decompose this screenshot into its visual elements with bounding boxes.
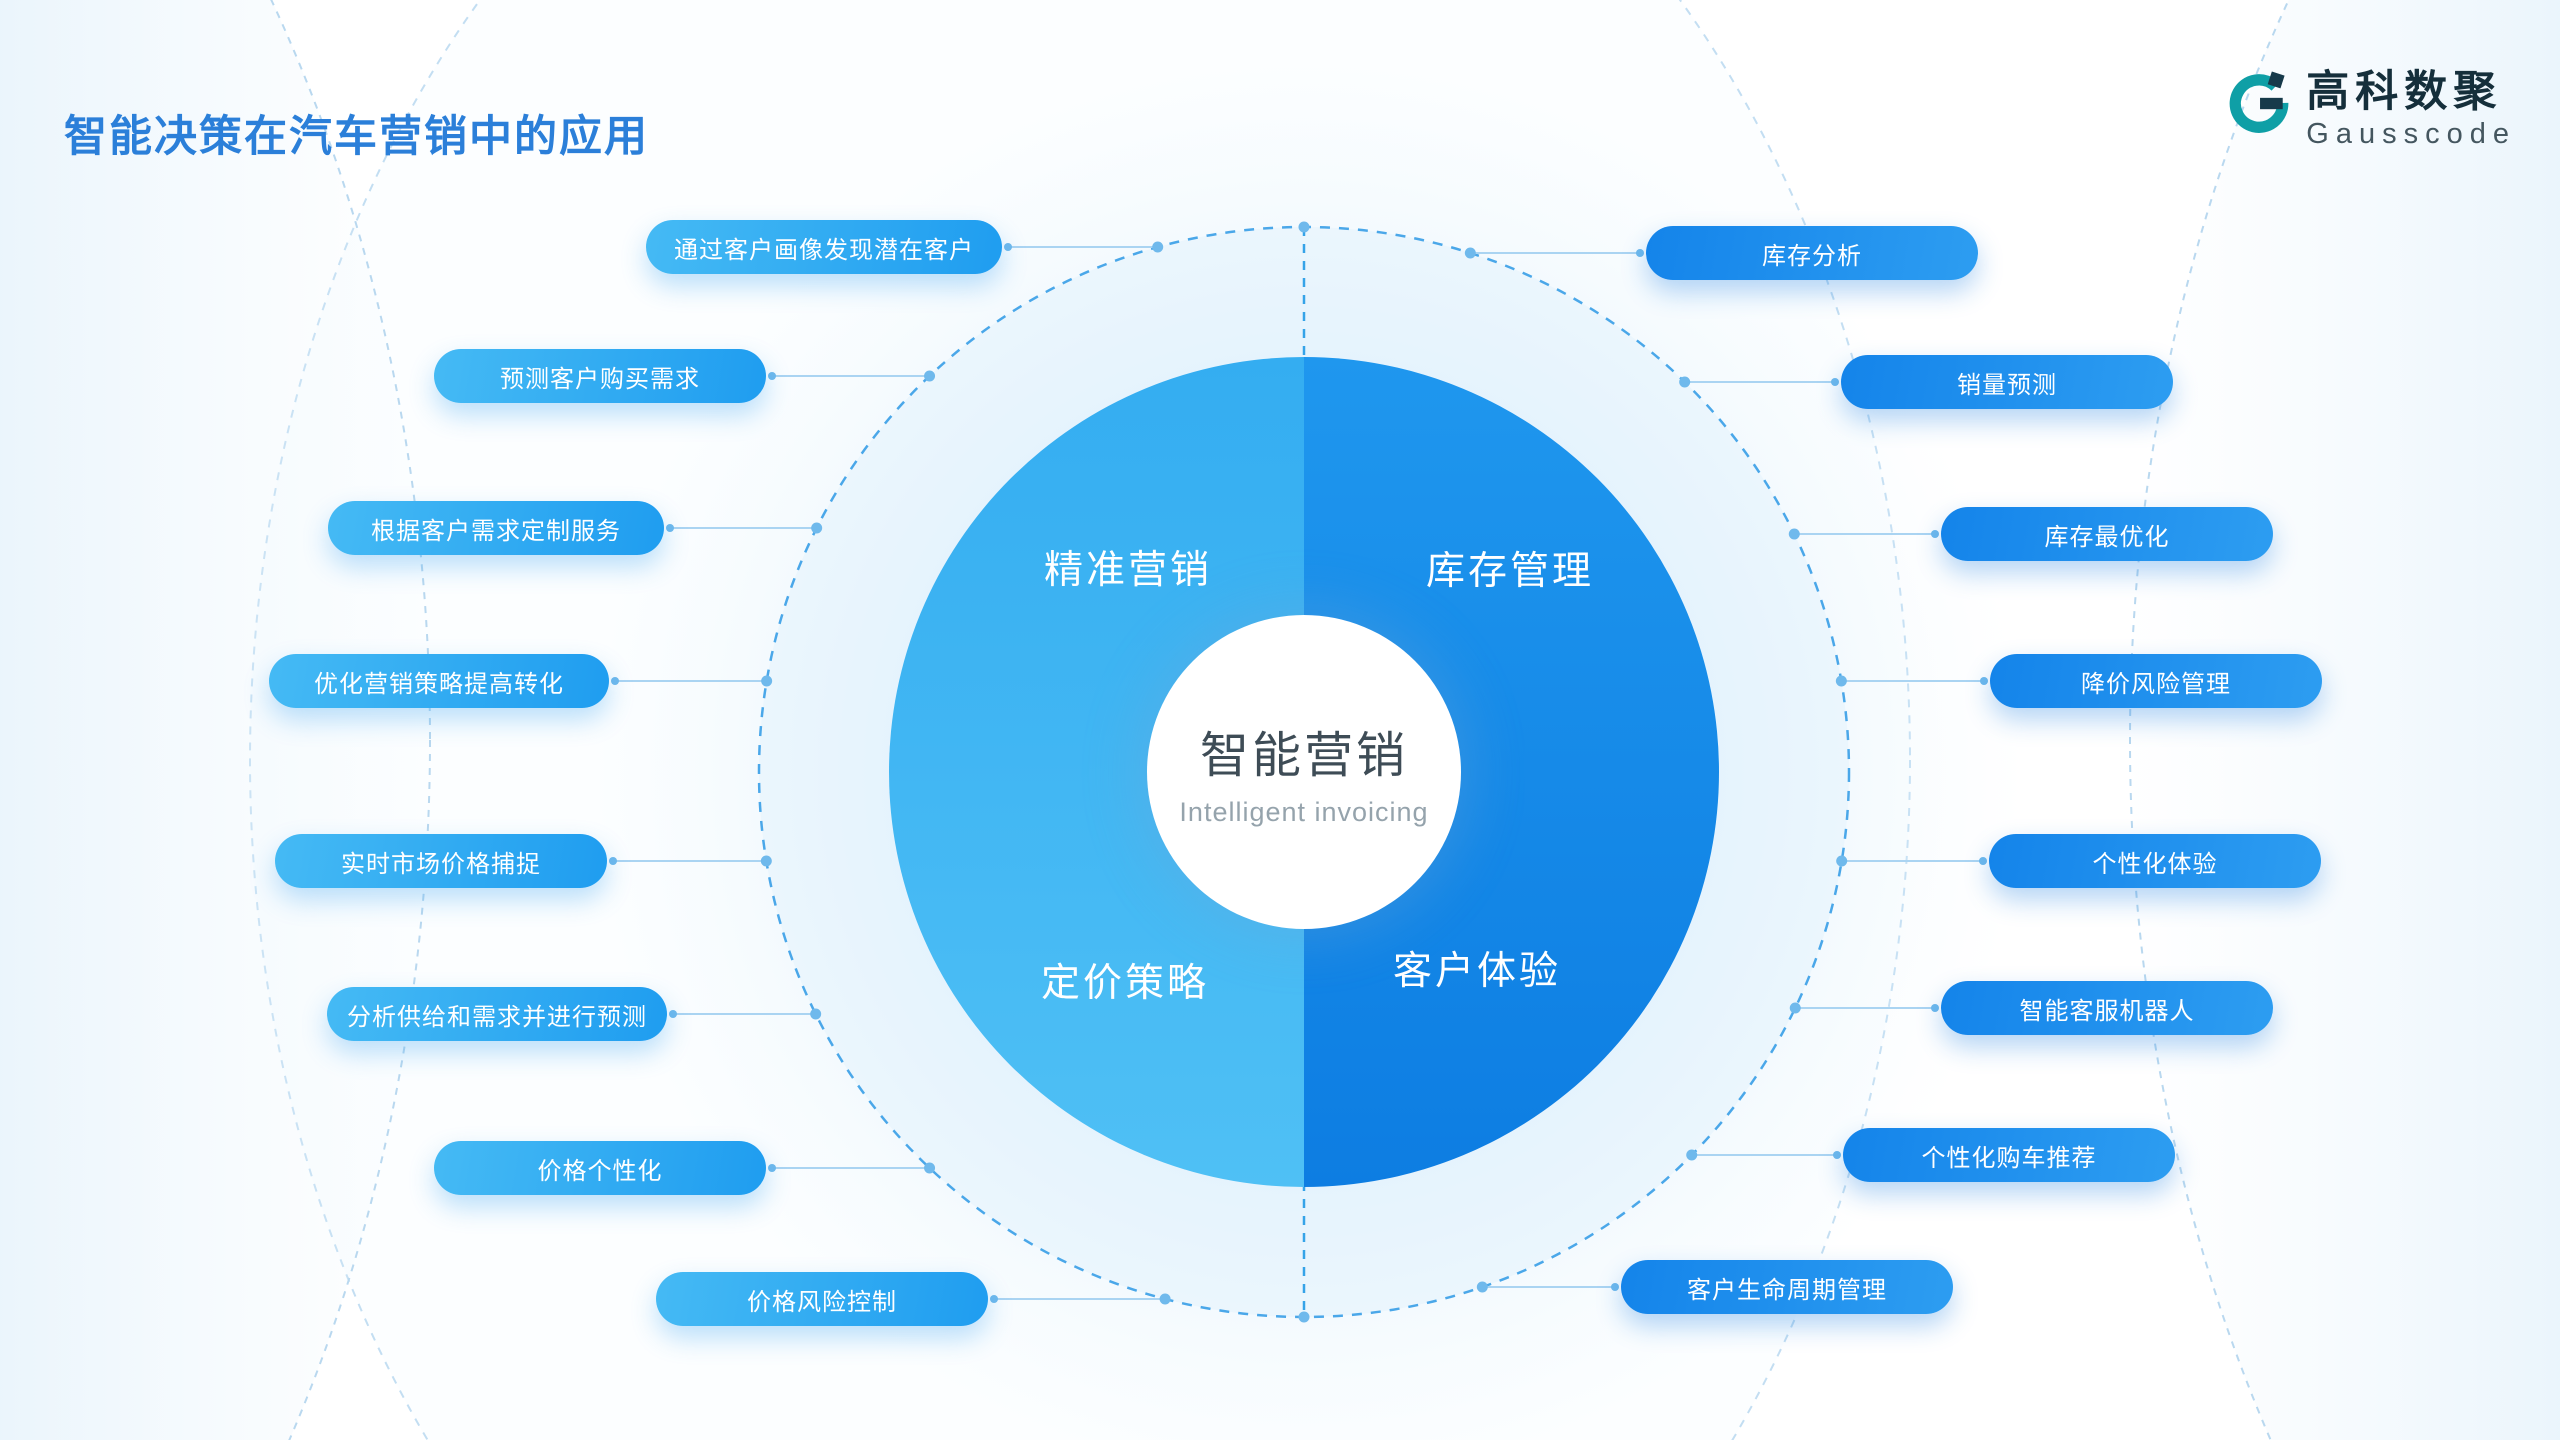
connector-dot — [666, 524, 674, 532]
connector-dot — [1931, 530, 1939, 538]
quadrant-label-precision-marketing: 精准营销 — [1043, 549, 1213, 592]
feature-pill: 价格风险控制 — [656, 1272, 988, 1326]
connector-dot — [924, 370, 936, 382]
connector-dot — [810, 1008, 822, 1020]
pie-left-half — [889, 357, 1304, 1187]
feature-pill: 客户生命周期管理 — [1621, 1260, 1953, 1314]
connector-dot — [760, 855, 772, 867]
brand-text: 高科数聚 Gausscode — [2306, 68, 2516, 151]
quadrant-label-inventory-management: 库存管理 — [1425, 550, 1595, 593]
background-left-band — [0, 0, 431, 1440]
connector-dot — [1298, 1311, 1310, 1323]
feature-pill: 库存最优化 — [1941, 507, 2273, 561]
connector-dot — [761, 675, 773, 687]
brand-logo: 高科数聚 Gausscode — [2226, 68, 2516, 151]
connector-dot — [768, 1164, 776, 1172]
connector-dot — [609, 857, 617, 865]
quadrant-label-pricing-strategy: 定价策略 — [1040, 962, 1210, 1005]
center-subtitle: Intelligent invoicing — [1179, 797, 1429, 827]
feature-pill: 智能客服机器人 — [1941, 981, 2273, 1035]
connector-dot — [768, 372, 776, 380]
connector-dot — [1686, 1149, 1698, 1161]
feature-pill: 价格个性化 — [434, 1141, 766, 1195]
brand-subtitle: Gausscode — [2306, 118, 2516, 151]
feature-pill: 分析供给和需求并进行预测 — [327, 987, 667, 1041]
feature-pill: 降价风险管理 — [1990, 654, 2322, 708]
connector-dot — [1831, 378, 1839, 386]
connector-dot — [1679, 376, 1691, 388]
feature-pill: 库存分析 — [1646, 226, 1978, 280]
pie-right-half — [1304, 357, 1719, 1187]
connector-dot — [1835, 675, 1847, 687]
gausscode-logo-icon — [2229, 71, 2289, 133]
connector-dot — [1980, 677, 1988, 685]
page-title: 智能决策在汽车营销中的应用 — [64, 113, 649, 161]
connector-lines — [609, 221, 1988, 1323]
connector-dot — [1476, 1281, 1488, 1293]
connector-dot — [1636, 249, 1644, 257]
brand-name: 高科数聚 — [2306, 68, 2503, 116]
connector-dot — [669, 1010, 677, 1018]
feature-pill: 个性化购车推荐 — [1843, 1128, 2175, 1182]
connector-dot — [1836, 855, 1848, 867]
connector-dot — [1152, 241, 1164, 253]
feature-pill: 个性化体验 — [1989, 834, 2321, 888]
feature-pill: 实时市场价格捕捉 — [275, 834, 607, 888]
connector-dot — [611, 677, 619, 685]
connector-dot — [1788, 528, 1800, 540]
connector-dot — [1931, 1004, 1939, 1012]
feature-pill: 销量预测 — [1841, 355, 2173, 409]
connector-dot — [1611, 1283, 1619, 1291]
connector-dot — [1789, 1002, 1801, 1014]
feature-pill: 优化营销策略提高转化 — [269, 654, 609, 708]
connector-dot — [990, 1295, 998, 1303]
connector-dot — [1159, 1293, 1171, 1305]
connector-dot — [1298, 221, 1310, 233]
connector-dot — [1464, 247, 1476, 259]
feature-pill: 通过客户画像发现潜在客户 — [646, 220, 1002, 274]
connector-dot — [1004, 243, 1012, 251]
connector-dot — [924, 1162, 936, 1174]
quadrant-label-customer-experience: 客户体验 — [1392, 950, 1562, 993]
connector-dot — [1979, 857, 1987, 865]
center-circle: 智能营销 Intelligent invoicing — [1147, 615, 1461, 929]
background-right-band — [2129, 0, 2560, 1440]
connector-dot — [811, 522, 823, 534]
center-title: 智能营销 — [1199, 729, 1408, 783]
connector-dot — [1833, 1151, 1841, 1159]
feature-pill: 预测客户购买需求 — [434, 349, 766, 403]
feature-pill: 根据客户需求定制服务 — [328, 501, 664, 555]
